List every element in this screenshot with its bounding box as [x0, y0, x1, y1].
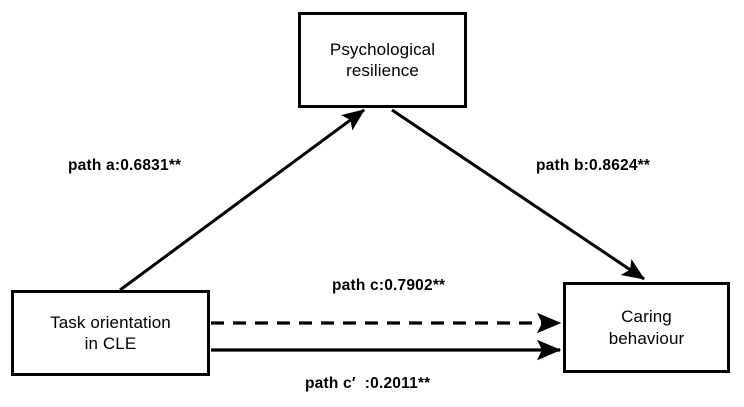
path-a-label: path a:0.6831** [68, 157, 182, 174]
path-c-label: path c:0.7902** [332, 277, 446, 294]
edge-path-a [119, 108, 365, 292]
node-psychological-resilience-label: Psychological resilience [329, 39, 436, 80]
node-psychological-resilience: Psychological resilience [298, 12, 467, 108]
path-c-prime-label: path c′ :0.2011** [305, 375, 431, 392]
edge-path-b [391, 108, 645, 281]
path-b-label: path b:0.8624** [536, 157, 651, 174]
node-caring-behaviour-label: Caring behaviour [608, 307, 685, 348]
node-caring-behaviour: Caring behaviour [563, 282, 730, 373]
node-task-orientation-in-cle: Task orientation in CLE [11, 290, 210, 376]
node-task-orientation-in-cle-label: Task orientation in CLE [50, 312, 171, 353]
